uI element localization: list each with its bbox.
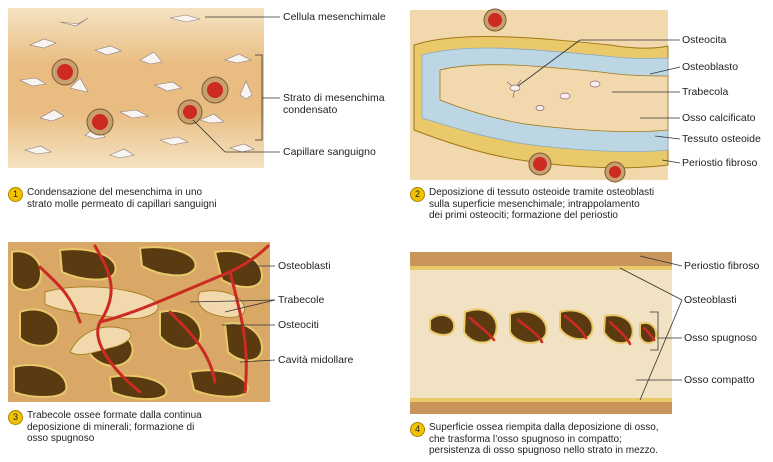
osteoblast-line-bottom <box>410 398 672 402</box>
caption-2: 2 Deposizione di tessuto osteoide tramite… <box>410 187 654 222</box>
label-strato-mesenchima: Strato di mesenchima condensato <box>283 92 385 116</box>
panel-4: Periostio fibroso Osteoblasti Osso spugn… <box>400 232 773 462</box>
caption-4: 4 Superficie ossea riempita dalla deposiz… <box>410 422 659 457</box>
label-osteociti: Osteociti <box>278 319 319 331</box>
label-periostio-fibroso: Periostio fibroso <box>682 157 757 169</box>
osteoblast-line-top <box>410 266 672 270</box>
panel-1: Cellula mesenchimale Strato di mesenchim… <box>0 0 390 230</box>
step-badge-4: 4 <box>410 422 425 437</box>
label-cellula-mesenchimale: Cellula mesenchimale <box>283 11 386 23</box>
label-tessuto-osteoide: Tessuto osteoide <box>682 133 761 145</box>
label-trabecola: Trabecola <box>682 86 728 98</box>
label-osteocita: Osteocita <box>682 34 726 46</box>
periosteum-bottom <box>410 402 672 414</box>
label-osteoblasti-4: Osteoblasti <box>684 294 737 306</box>
label-capillare-sanguigno: Capillare sanguigno <box>283 146 376 158</box>
label-osso-calcificato: Osso calcificato <box>682 112 756 124</box>
periosteum-top <box>410 252 672 266</box>
caption-1-text: Condensazione del mesenchima in uno stra… <box>27 187 217 210</box>
label-trabecole: Trabecole <box>278 294 324 306</box>
caption-3-text: Trabecole ossee formate dalla continua d… <box>27 410 202 445</box>
step-badge-3: 3 <box>8 410 23 425</box>
label-osso-spugnoso: Osso spugnoso <box>684 332 757 344</box>
label-cavita-midollare: Cavità midollare <box>278 354 353 366</box>
panel-2: Osteocita Osteoblasto Trabecola Osso cal… <box>400 0 773 230</box>
caption-4-text: Superficie ossea riempita dalla deposizi… <box>429 422 659 457</box>
label-periostio-fibroso-4: Periostio fibroso <box>684 260 759 272</box>
label-osteoblasto: Osteoblasto <box>682 61 738 73</box>
caption-1: 1 Condensazione del mesenchima in uno str… <box>8 187 217 210</box>
step-badge-2: 2 <box>410 187 425 202</box>
caption-3: 3 Trabecole ossee formate dalla continua … <box>8 410 202 445</box>
caption-2-text: Deposizione di tessuto osteoide tramite … <box>429 187 654 222</box>
panel-3: Osteoblasti Trabecole Osteociti Cavità m… <box>0 232 390 462</box>
label-osso-compatto: Osso compatto <box>684 374 755 386</box>
label-osteoblasti: Osteoblasti <box>278 260 331 272</box>
step-badge-1: 1 <box>8 187 23 202</box>
